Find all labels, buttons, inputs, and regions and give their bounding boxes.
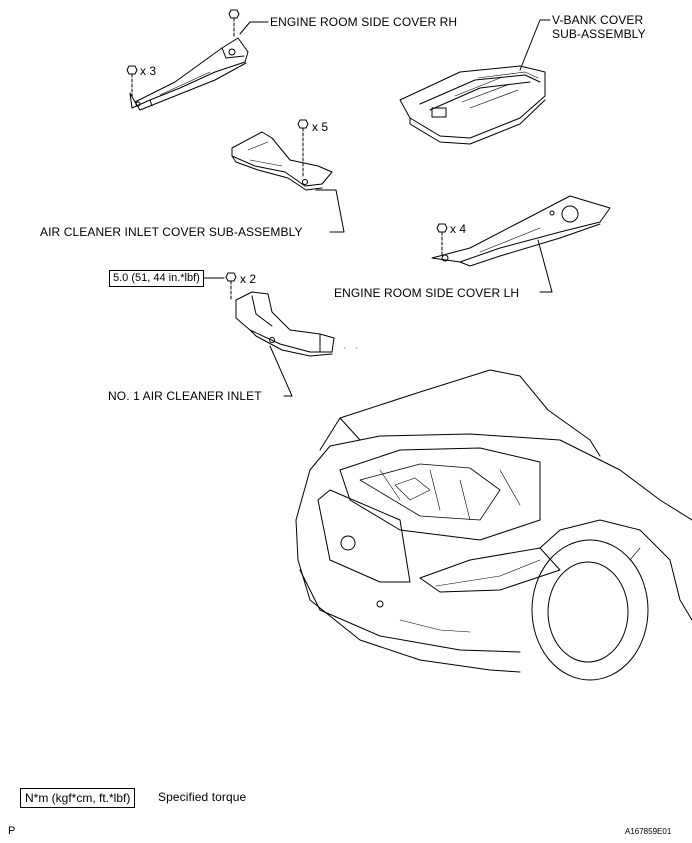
footer-page-marker: P (8, 825, 16, 837)
quantity-rh-bolts: x 3 (140, 64, 157, 78)
bolt-icon (126, 65, 138, 97)
quantity-lh-bolts: x 4 (450, 222, 467, 236)
label-engine-room-side-cover-rh: ENGINE ROOM SIDE COVER RH (270, 15, 458, 29)
engine-room-side-cover-lh-part (431, 195, 611, 267)
torque-spec-box: 5.0 (51, 44 in.*lbf) (109, 270, 204, 287)
legend-unit-box: N*m (kgf*cm, ft.*lbf) (20, 788, 136, 808)
label-no1-air-cleaner-inlet: NO. 1 AIR CLEANER INLET (108, 389, 262, 403)
label-v-bank-cover-line1: V-BANK COVER (552, 13, 644, 27)
air-cleaner-inlet-cover-part (231, 131, 333, 191)
quantity-inlet-bolts: x 2 (240, 272, 257, 286)
vehicle-front-illustration (295, 369, 692, 681)
label-v-bank-cover-line2: SUB-ASSEMBLY (552, 27, 646, 41)
bolt-icon (228, 9, 240, 39)
label-air-cleaner-inlet-cover: AIR CLEANER INLET COVER SUB-ASSEMBLY (40, 225, 303, 239)
footer-figure-id: A167859E01 (625, 827, 672, 836)
quantity-inlet-cover-bolts: x 5 (312, 120, 329, 134)
bolt-icon (297, 119, 309, 177)
engine-room-side-cover-rh-part (129, 37, 249, 111)
bolt-icon (225, 272, 237, 301)
bolt-icon (436, 223, 448, 257)
label-engine-room-side-cover-lh: ENGINE ROOM SIDE COVER LH (334, 286, 520, 300)
no1-air-cleaner-inlet-part (235, 291, 335, 357)
legend-description: Specified torque (158, 790, 247, 804)
v-bank-cover-part (399, 65, 546, 145)
